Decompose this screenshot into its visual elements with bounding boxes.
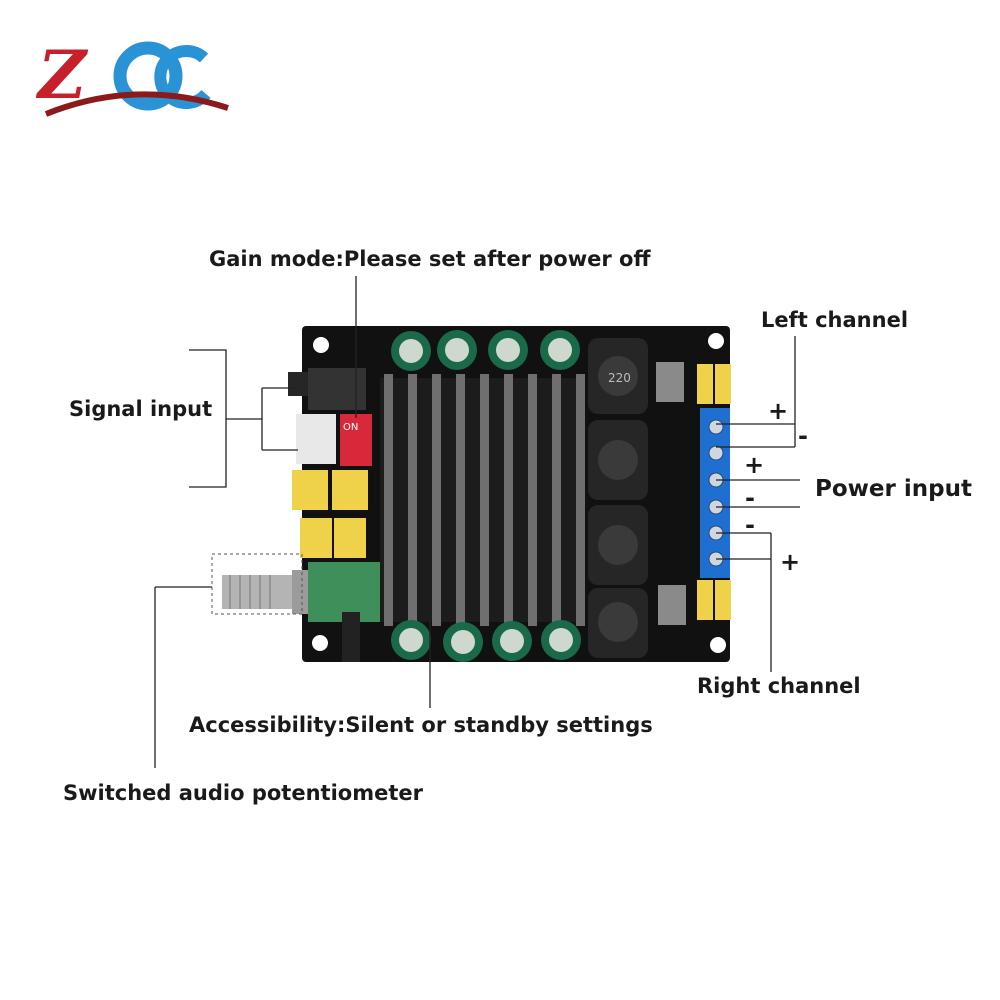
power-input-label: Power input	[815, 476, 972, 502]
svg-text:220: 220	[608, 371, 631, 385]
left-minus-sign: -	[798, 422, 808, 450]
signal-input-label: Signal input	[69, 397, 213, 421]
potentiometer-label: Switched audio potentiometer	[63, 781, 423, 805]
svg-text:ON: ON	[343, 422, 358, 433]
brand-logo: Z	[35, 28, 236, 138]
right-plus-sign: +	[780, 548, 801, 576]
power-minus-sign: -	[745, 484, 755, 512]
left-channel-label: Left channel	[761, 308, 909, 332]
left-plus-sign: +	[768, 397, 789, 425]
gain-mode-label: Gain mode:Please set after power off	[209, 247, 651, 271]
power-plus-sign: +	[744, 451, 765, 479]
right-minus-sign: -	[745, 511, 755, 539]
right-channel-label: Right channel	[697, 674, 861, 698]
accessibility-label: Accessibility:Silent or standby settings	[189, 713, 653, 737]
